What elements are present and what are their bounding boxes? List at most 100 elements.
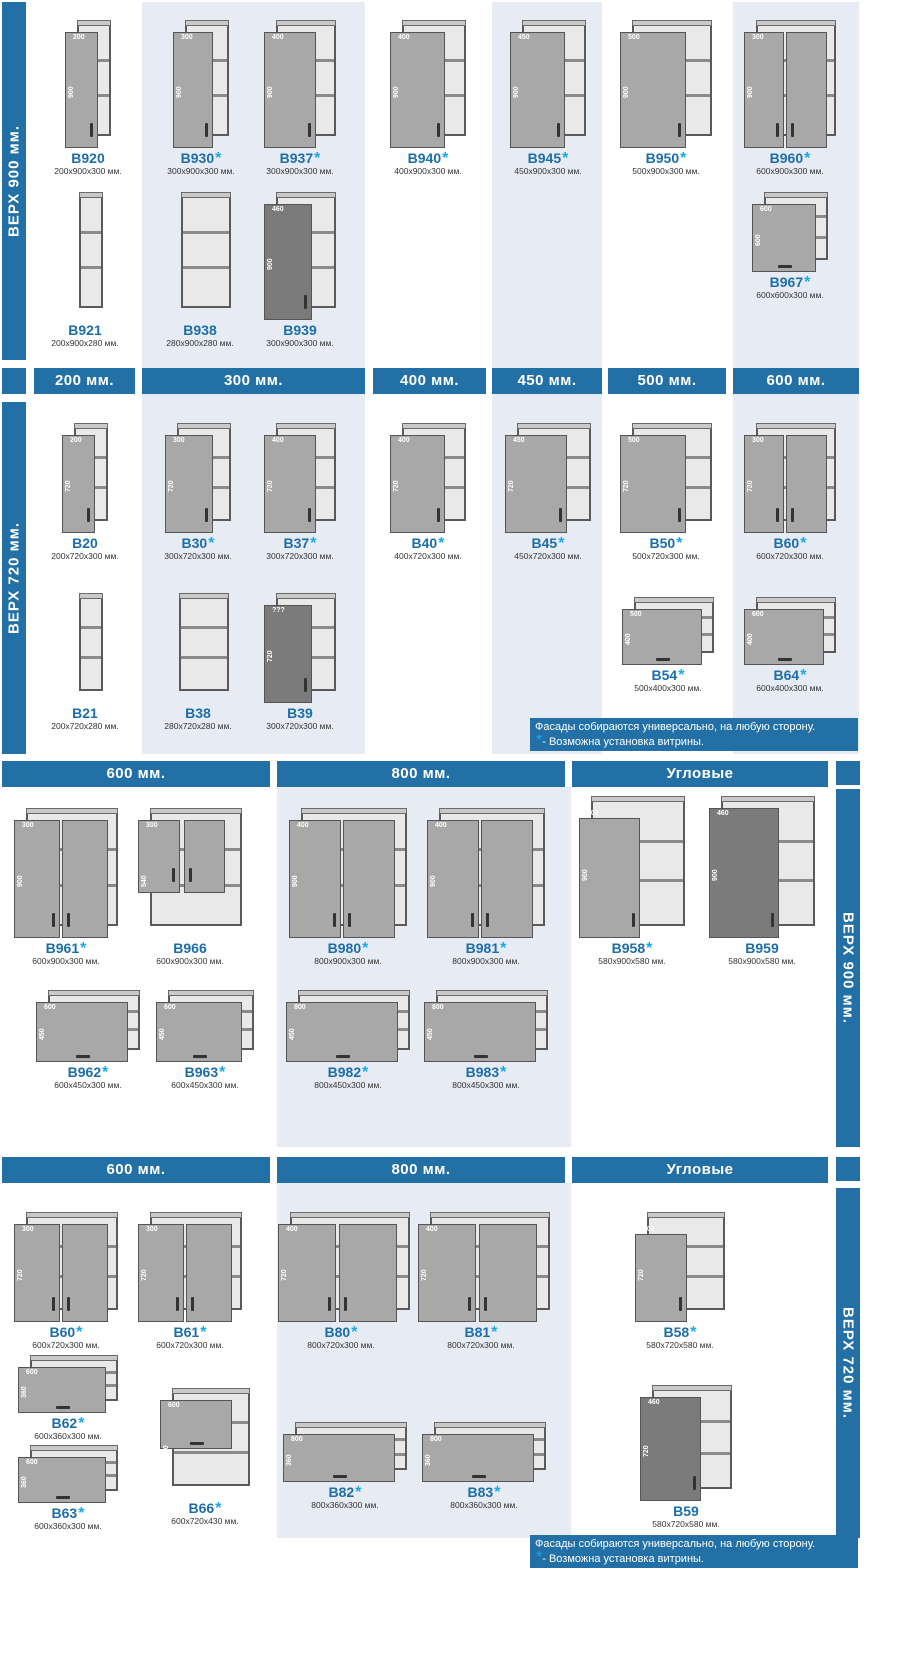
cabinet-code: В38 (185, 705, 211, 721)
handle-icon (656, 658, 670, 661)
cabinet-top (77, 20, 111, 26)
cabinet-code: В58 (663, 1324, 690, 1340)
cabinet-top (276, 20, 336, 26)
width-dimension: 200 (73, 34, 85, 41)
cabinet-door (744, 32, 785, 148)
cabinet-code: В21 (72, 705, 98, 721)
height-dimension: 900 (623, 86, 630, 98)
cabinet-name: В967* (727, 275, 853, 291)
handle-icon (307, 123, 311, 137)
width-dimension: 400 (587, 810, 599, 817)
cabinet-door (744, 435, 785, 533)
star-icon: * (362, 940, 369, 957)
cabinet-top (430, 1212, 550, 1218)
handle-icon (190, 1297, 194, 1311)
star-icon: * (355, 1484, 362, 1501)
height-dimension: 720 (267, 650, 274, 662)
height-dimension: 450 (39, 1028, 46, 1040)
star-icon: * (558, 535, 565, 552)
cabinet-door (283, 1434, 395, 1482)
star-icon: * (215, 1500, 222, 1517)
height-dimension: 720 (623, 480, 630, 492)
cabinet-door (709, 808, 779, 938)
cabinet-code: В64 (773, 667, 800, 683)
cabinet-code: В982 (327, 1064, 362, 1080)
width-dimension: 600 (168, 1402, 180, 1409)
cabinet-door (744, 609, 824, 665)
side-label-top-720: ВЕРХ 720 мм. (2, 402, 26, 754)
side-label-right-900: ВЕРХ 900 мм. (836, 789, 860, 1147)
height-dimension: 900 (292, 875, 299, 887)
cabinet-code: В938 (183, 322, 217, 338)
cabinet-size: 600x450x300 мм. (171, 1080, 239, 1090)
section1-header-600: 600 мм. (2, 761, 270, 787)
handle-icon (692, 1476, 696, 1490)
width-dimension: 500 (628, 34, 640, 41)
cabinet-code: В920 (71, 150, 105, 166)
star-icon: * (680, 150, 687, 167)
cabinet-size: 200x720x300 мм. (51, 551, 119, 561)
cabinet-drawing (67, 593, 103, 703)
cabinet-top (632, 20, 712, 26)
width-dimension: 300 (752, 34, 764, 41)
star-icon: * (219, 1064, 226, 1081)
cabinet-code: В958 (611, 940, 646, 956)
height-dimension: 900 (176, 86, 183, 98)
height-dimension: 450 (289, 1028, 296, 1040)
cabinet-door (156, 1002, 242, 1062)
star-icon: * (362, 1064, 369, 1081)
star-icon: * (102, 1064, 109, 1081)
height-dimension: 720 (267, 480, 274, 492)
cabinet-door (752, 204, 816, 272)
handle-icon (51, 1297, 55, 1311)
note-facades: Фасады собираются универсально, на любую… (535, 721, 816, 733)
handle-icon (678, 508, 682, 522)
cabinet-name: В61* (127, 1325, 253, 1341)
cabinet-door (786, 435, 827, 533)
handle-icon (778, 265, 792, 268)
cabinet-top (402, 20, 466, 26)
cabinet-door (36, 1002, 128, 1062)
cabinet-top (179, 593, 229, 599)
handle-icon (171, 868, 175, 883)
height-dimension: 720 (643, 1445, 650, 1457)
cabinet-name: В980* (285, 940, 411, 957)
handle-icon (486, 913, 490, 927)
note-box-bottom: Фасады собираются универсально, на любую… (530, 1535, 858, 1568)
height-dimension: 720 (393, 480, 400, 492)
handle-icon (791, 508, 795, 522)
cabinet-code: В960 (769, 150, 804, 166)
cabinet-size: 600x360x300 мм. (34, 1521, 102, 1531)
handle-icon (76, 1055, 90, 1058)
height-dimension: 900 (17, 875, 24, 887)
note-showcase: *- Возможна установка витрины. (536, 1549, 704, 1566)
cabinet-name: В45* (485, 535, 611, 552)
cabinet-top (181, 192, 231, 198)
cabinet-name: В63* (5, 1506, 131, 1522)
cabinet-door (173, 32, 214, 148)
cabinet-size: 600x600x300 мм. (756, 290, 824, 300)
cabinet-name: В962* (25, 1064, 151, 1081)
cabinet-size: 400x720x300 мм. (394, 551, 462, 561)
cabinet-code: В945 (527, 150, 562, 166)
handle-icon (343, 1297, 347, 1311)
height-dimension: 900 (712, 869, 719, 881)
width-dimension: 400 (297, 822, 309, 829)
star-icon: * (536, 732, 543, 749)
